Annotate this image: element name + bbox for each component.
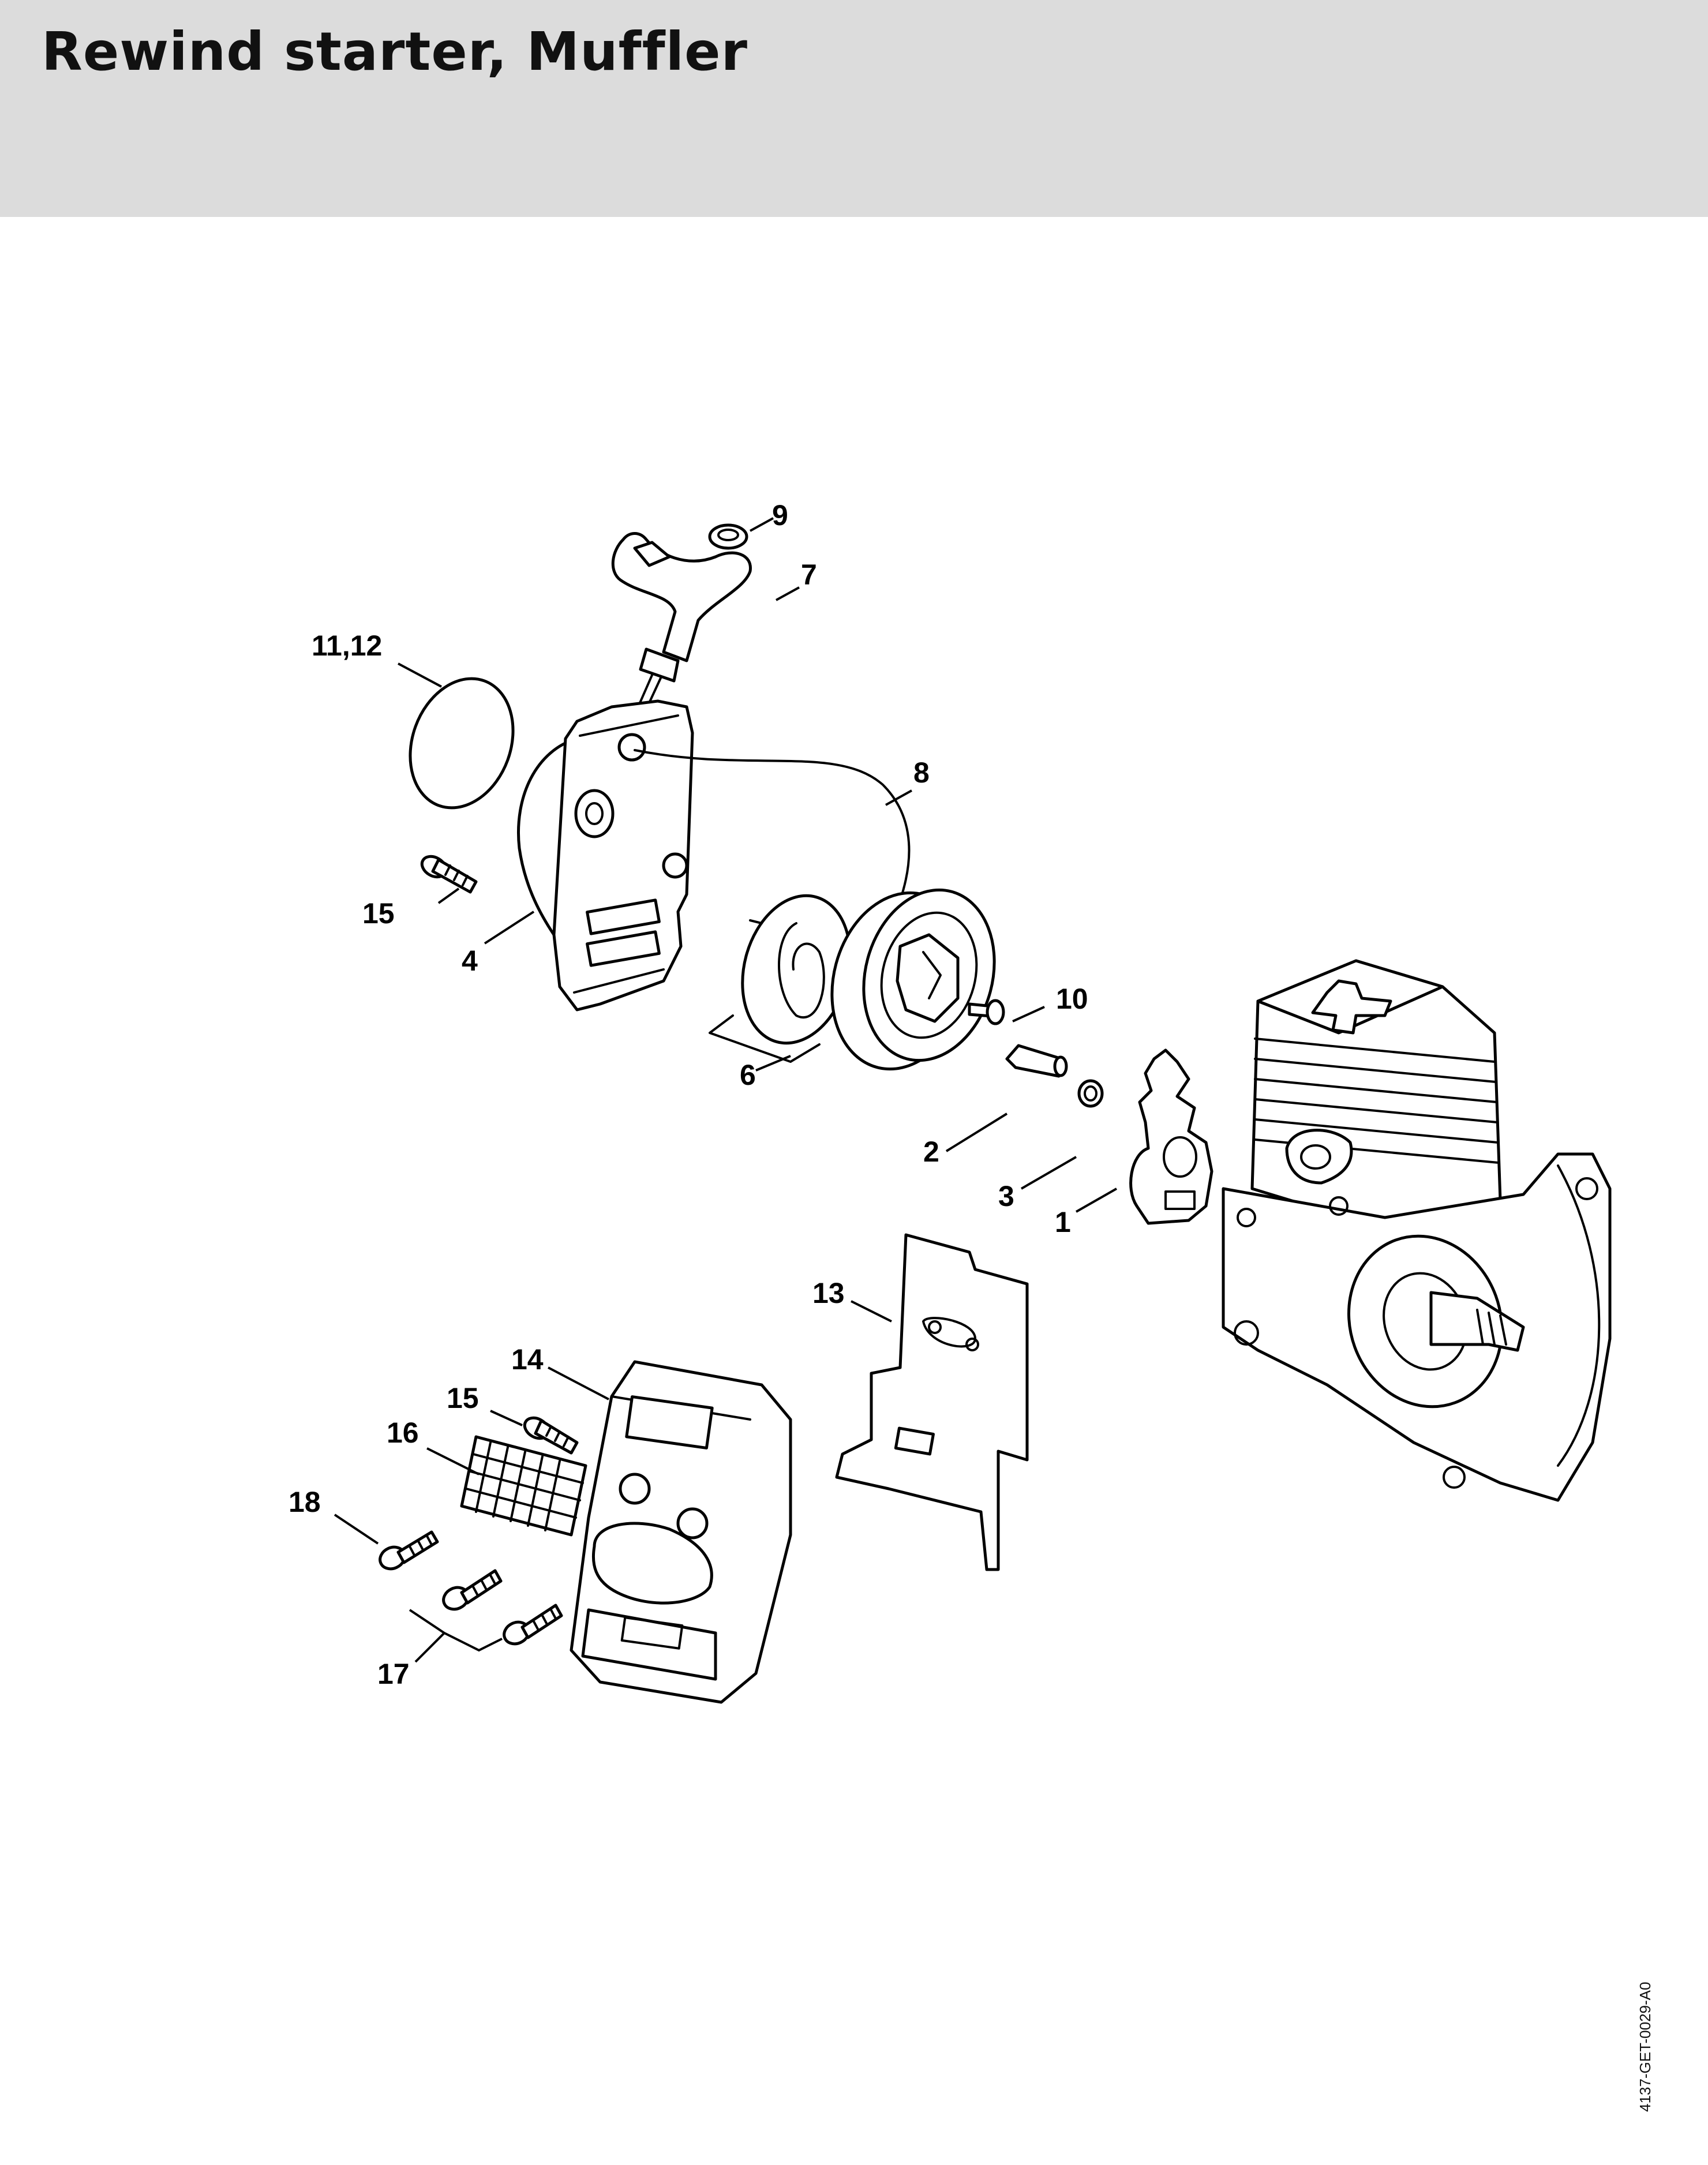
callout-9: 9	[772, 499, 788, 531]
part-17-screws	[442, 1569, 563, 1646]
part-15-screw-upper	[420, 855, 478, 894]
part-14-muffler	[570, 1360, 792, 1704]
part-1-fan-plate	[1129, 1048, 1213, 1225]
part-11-12-ring	[409, 677, 515, 810]
engine-cylinder-crankcase	[1222, 959, 1612, 1502]
callouts: 9 7 11,12 8 15 4 10 6 2 3 1 13 14 15 16 …	[289, 499, 1088, 1690]
callout-14: 14	[511, 1343, 544, 1376]
callout-13: 13	[812, 1277, 845, 1309]
part-13-heat-shield	[835, 1233, 1029, 1571]
part-2-pawl	[1005, 1044, 1068, 1078]
leader-lines	[334, 517, 1117, 1663]
callout-3: 3	[998, 1180, 1014, 1212]
callout-16: 16	[387, 1417, 419, 1449]
part-3-spring	[1077, 1079, 1104, 1108]
part-4-fan-housing	[517, 699, 911, 1012]
document-code: 4137-GET-0029-A0	[1636, 1982, 1654, 2112]
part-15-screw-lower	[523, 1416, 579, 1455]
page-title: Rewind starter, Muffler	[42, 21, 748, 83]
callout-15-lower: 15	[447, 1382, 479, 1414]
callout-2: 2	[923, 1136, 939, 1168]
part-9-grommet	[708, 523, 748, 550]
callout-10: 10	[1056, 983, 1088, 1015]
part-8-rope-rotor	[830, 888, 996, 1071]
callout-15-upper: 15	[362, 897, 395, 930]
callout-7: 7	[801, 559, 817, 591]
callout-6: 6	[740, 1059, 756, 1091]
title-bar: Rewind starter, Muffler	[0, 0, 1708, 217]
callout-17: 17	[377, 1658, 410, 1690]
callout-18: 18	[289, 1486, 321, 1518]
part-7-starter-grip	[611, 532, 752, 725]
part-16-screen	[460, 1435, 587, 1537]
callout-4: 4	[462, 945, 478, 977]
callout-11-12: 11,12	[312, 630, 382, 662]
callout-1: 1	[1055, 1206, 1071, 1238]
part-10-screw	[968, 999, 1005, 1025]
callout-8: 8	[913, 756, 930, 789]
part-18-screw	[379, 1530, 439, 1571]
